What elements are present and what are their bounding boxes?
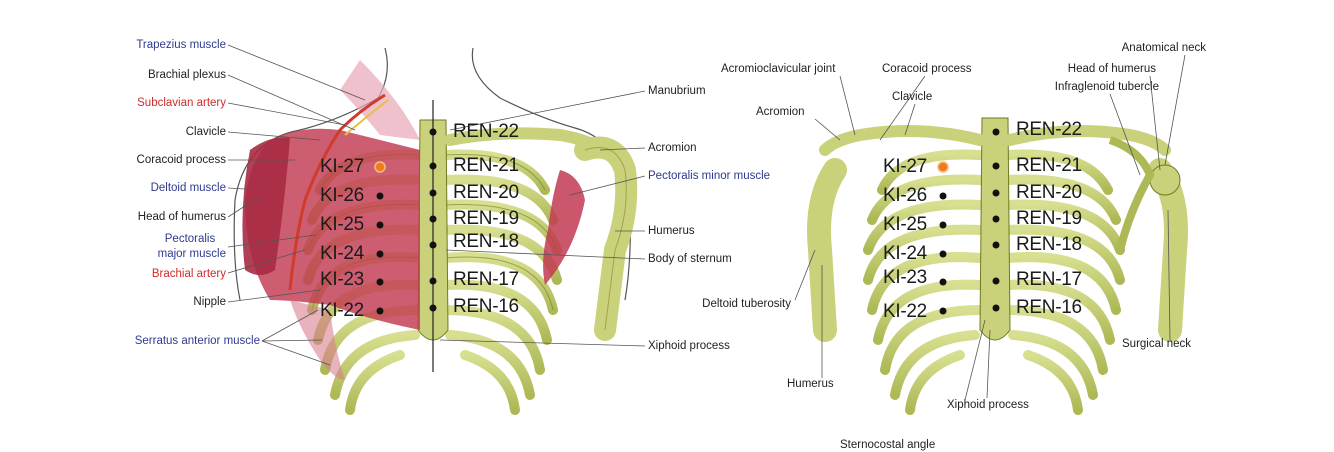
label-pectoralis: Pectoralis [164,233,216,245]
label-xiphoid-process-right: Xiphoid process [947,399,1029,411]
label-surgical-neck: Surgical neck [1122,338,1192,350]
label-acromion-right: Acromion [756,106,805,118]
label-head-of-humerus-right: Head of humerus [1067,63,1156,75]
label-manubrium: Manubrium [648,85,706,97]
label-acromion: Acromion [648,142,697,154]
label-head-of-humerus: Head of humerus [137,211,226,223]
right-point-ki-25: KI-25 [883,214,927,235]
label-sternocostal-angle: Sternocostal angle [840,439,936,451]
label-clavicle: Clavicle [185,126,226,138]
label-brachial-artery: Brachial artery [151,268,226,280]
left-point-ren-16: REN-16 [453,296,519,317]
label-humerus-right: Humerus [787,378,834,390]
label-nipple: Nipple [193,296,226,308]
left-ren-dots [429,128,437,312]
right-point-ren-21: REN-21 [1016,155,1082,176]
left-point-ki-26: KI-26 [320,185,364,206]
right-ki27-highlight [937,161,949,173]
label-xiphoid-process: Xiphoid process [648,340,730,352]
label-trapezius-muscle: Trapezius muscle [136,39,226,51]
left-point-ki-25: KI-25 [320,214,364,235]
left-point-ki-23: KI-23 [320,269,364,290]
right-point-ren-16: REN-16 [1016,297,1082,318]
label-deltoid-tuberosity: Deltoid tuberosity [702,298,791,310]
right-point-ki-27: KI-27 [883,156,927,177]
label-deltoid-muscle: Deltoid muscle [150,182,226,194]
label-body-of-sternum: Body of sternum [648,253,732,265]
label-humerus: Humerus [648,225,695,237]
label-major-muscle: major muscle [157,248,226,260]
pectoralis-major-muscle [245,128,420,330]
right-skeleton [794,54,1188,415]
label-anatomical-neck: Anatomical neck [1121,42,1206,54]
right-point-ki-22: KI-22 [883,301,927,322]
right-point-ki-26: KI-26 [883,185,927,206]
right-point-ren-22: REN-22 [1016,119,1082,140]
left-ki-dots [376,192,384,315]
label-coracoid-process-right: Coracoid process [882,63,972,75]
label-infraglenoid-tubercle: Infraglenoid tubercle [1054,81,1159,93]
label-subclavian-artery: Subclavian artery [137,97,226,109]
left-point-ki-24: KI-24 [320,243,364,264]
label-brachial-plexus: Brachial plexus [148,69,226,81]
left-torso [227,44,646,415]
label-serratus-anterior-muscle: Serratus anterior muscle [134,335,260,347]
right-point-ren-17: REN-17 [1016,269,1082,290]
left-point-ki-27: KI-27 [320,156,364,177]
left-point-ren-18: REN-18 [453,231,519,252]
left-point-ren-22: REN-22 [453,121,519,142]
left-point-ki-22: KI-22 [320,300,364,321]
left-point-ren-17: REN-17 [453,269,519,290]
left-point-ren-19: REN-19 [453,208,519,229]
left-point-ren-21: REN-21 [453,155,519,176]
left-ki27-highlight [374,161,386,173]
right-point-ren-19: REN-19 [1016,208,1082,229]
right-point-ren-20: REN-20 [1016,182,1082,203]
right-point-ki-24: KI-24 [883,243,927,264]
label-acromioclavicular-joint: Acromioclavicular joint [721,63,836,75]
left-point-ren-20: REN-20 [453,182,519,203]
right-point-ki-23: KI-23 [883,267,927,288]
label-clavicle-right: Clavicle [892,91,933,103]
label-pectoralis-minor-muscle: Pectoralis minor muscle [648,170,771,182]
label-coracoid-process: Coracoid process [136,154,226,166]
deltoid-muscle [242,137,290,275]
right-point-ren-18: REN-18 [1016,234,1082,255]
